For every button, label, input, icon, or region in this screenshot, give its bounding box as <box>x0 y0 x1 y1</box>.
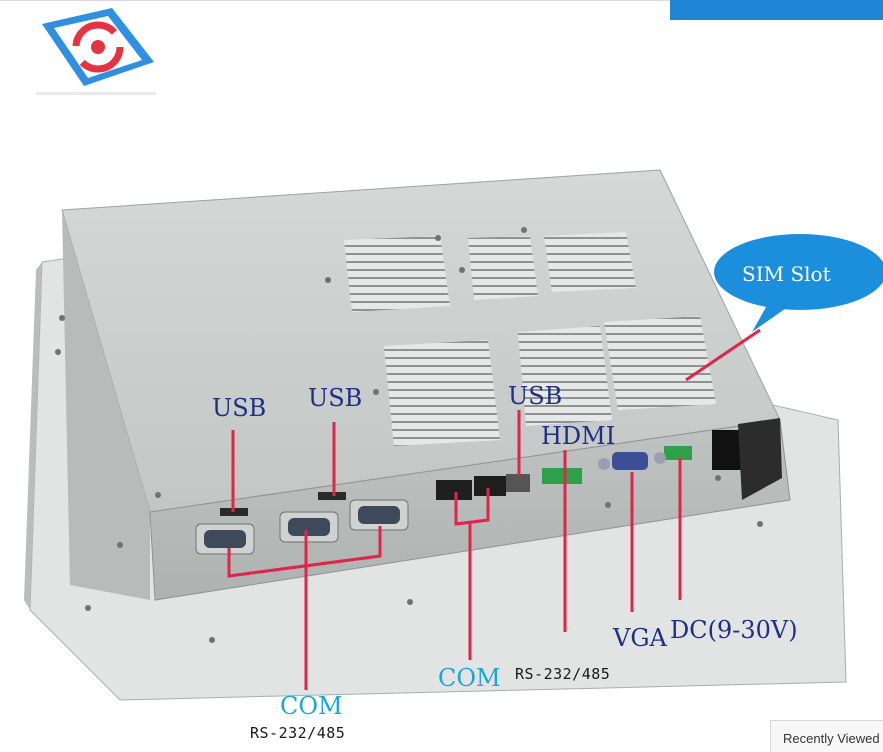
usb-label-1: USB <box>212 394 267 422</box>
com-label-mid: COM <box>438 664 501 692</box>
top-accent-bar <box>670 0 883 20</box>
rs-label-mid: RS-232/485 <box>515 665 611 683</box>
usb-label-2: USB <box>308 384 363 412</box>
dc-label: DC(9-30V) <box>670 616 798 644</box>
logo-shadow <box>36 92 156 95</box>
recently-viewed-tab[interactable]: Recently Viewed <box>770 720 883 752</box>
brand-logo-icon <box>42 8 154 86</box>
rs-label-left: RS-232/485 <box>250 724 346 742</box>
top-divider <box>0 0 883 1</box>
sim-slot-label: SIM Slot <box>742 262 831 286</box>
com-label-left: COM <box>280 692 343 720</box>
hdmi-label: HDMI <box>541 422 616 450</box>
usb-label-3: USB <box>508 382 563 410</box>
vga-label: VGA <box>613 624 667 652</box>
